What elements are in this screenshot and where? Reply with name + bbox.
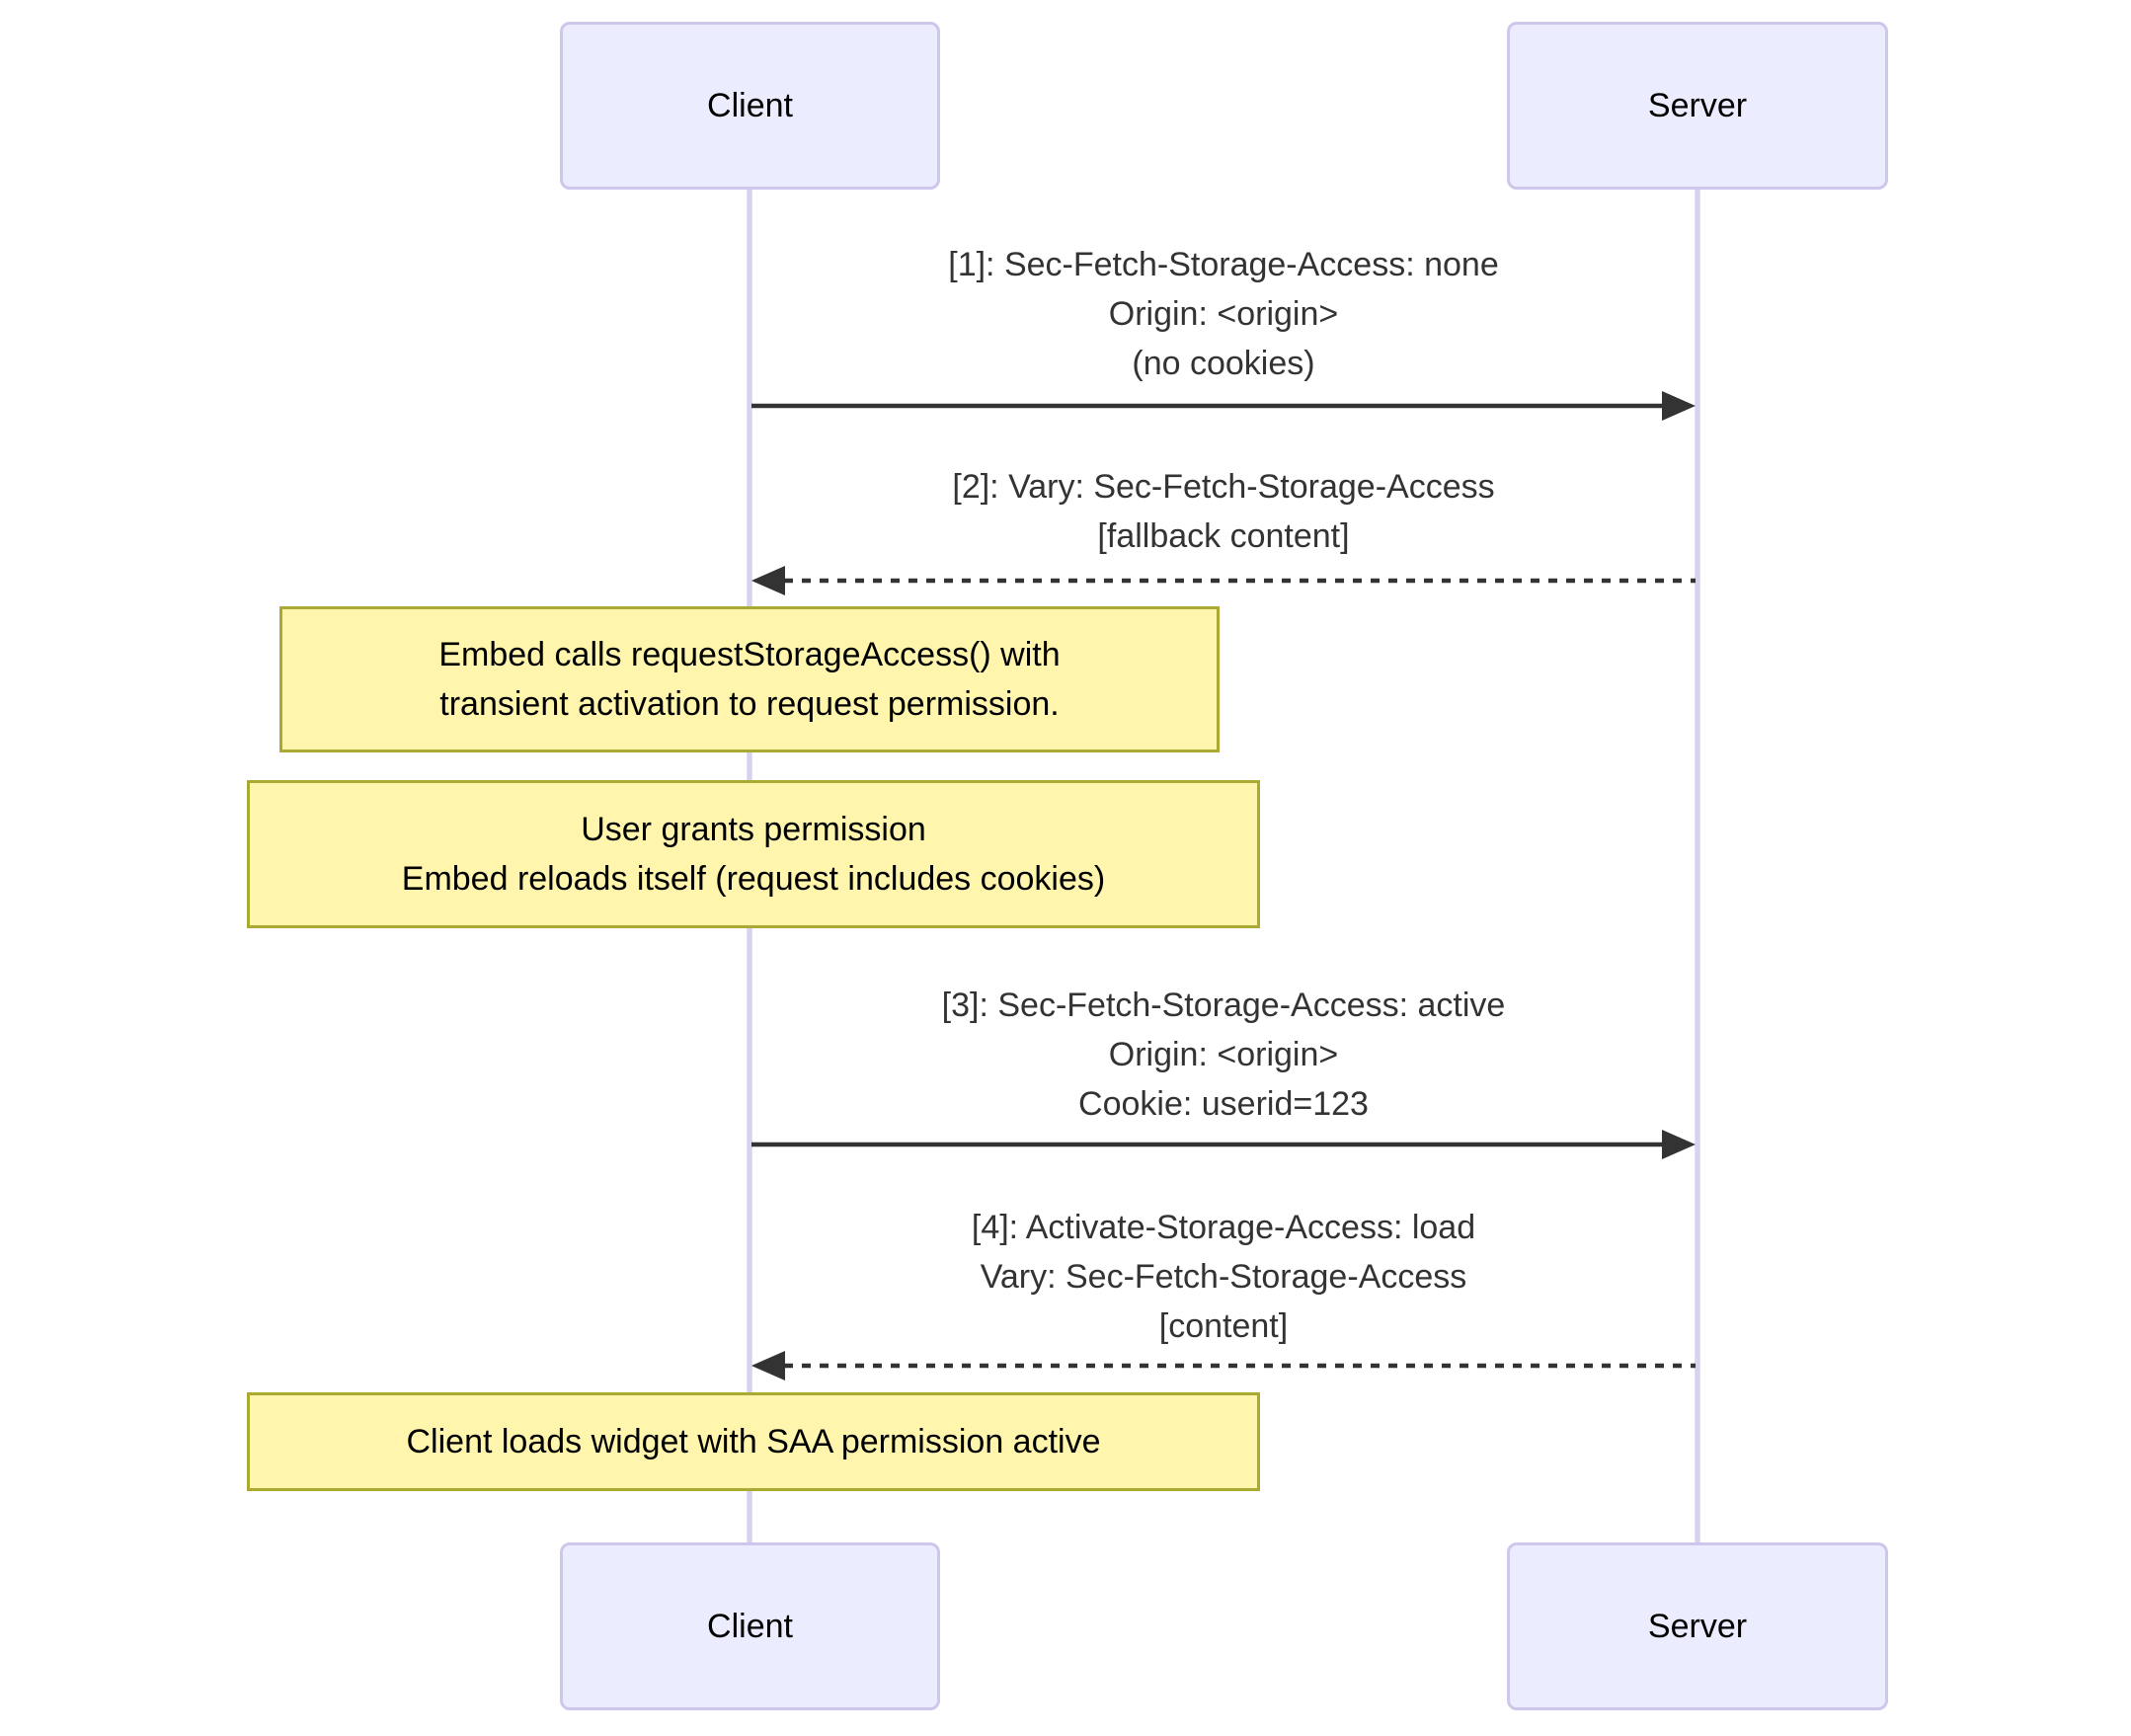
message-4-label: [4]: Activate-Storage-Access: load Vary:…	[779, 1203, 1668, 1351]
message-line: (no cookies)	[1132, 345, 1315, 382]
message-line: [3]: Sec-Fetch-Storage-Access: active	[941, 986, 1506, 1024]
actor-server-label: Server	[1647, 86, 1748, 124]
note-client-loads-widget: Client loads widget with SAA permission …	[247, 1392, 1260, 1491]
arrow-message-3	[751, 1130, 1696, 1159]
message-line: Cookie: userid=123	[1078, 1085, 1369, 1123]
message-3-label: [3]: Sec-Fetch-Storage-Access: active Or…	[779, 981, 1668, 1129]
message-line: Origin: <origin>	[1108, 295, 1339, 333]
arrow-message-2	[751, 566, 1696, 595]
message-line: Origin: <origin>	[1108, 1036, 1339, 1073]
note-request-storage-access: Embed calls requestStorageAccess() with …	[279, 606, 1220, 752]
message-line: [content]	[1158, 1307, 1289, 1345]
arrow-message-1	[751, 391, 1696, 421]
message-line: [4]: Activate-Storage-Access: load	[971, 1209, 1476, 1246]
message-1-label: [1]: Sec-Fetch-Storage-Access: none Orig…	[779, 240, 1668, 388]
actor-client-label: Client	[707, 1607, 793, 1645]
message-2-label: [2]: Vary: Sec-Fetch-Storage-Access [fal…	[779, 462, 1668, 561]
arrowhead-right-icon	[1662, 1130, 1696, 1159]
actor-server-label: Server	[1647, 1607, 1748, 1645]
note-line: Embed reloads itself (request includes c…	[401, 860, 1106, 898]
arrow-message-4	[751, 1351, 1696, 1381]
actor-client-label: Client	[707, 86, 793, 124]
note-line: Embed calls requestStorageAccess() with	[438, 636, 1061, 673]
arrowhead-right-icon	[1662, 391, 1696, 421]
note-line: Client loads widget with SAA permission …	[406, 1423, 1101, 1460]
message-line: [2]: Vary: Sec-Fetch-Storage-Access	[952, 468, 1495, 506]
actor-server-bottom: Server	[1507, 1542, 1888, 1710]
message-line: [fallback content]	[1097, 517, 1350, 555]
actor-client-top: Client	[560, 22, 940, 190]
arrowhead-left-icon	[751, 1351, 785, 1381]
note-line: User grants permission	[581, 811, 926, 848]
message-line: [1]: Sec-Fetch-Storage-Access: none	[948, 246, 1499, 283]
actor-client-bottom: Client	[560, 1542, 940, 1710]
actor-server-top: Server	[1507, 22, 1888, 190]
note-line: transient activation to request permissi…	[439, 685, 1060, 723]
arrowhead-left-icon	[751, 566, 785, 595]
note-user-grants-permission: User grants permission Embed reloads its…	[247, 780, 1260, 928]
message-line: Vary: Sec-Fetch-Storage-Access	[980, 1258, 1467, 1296]
